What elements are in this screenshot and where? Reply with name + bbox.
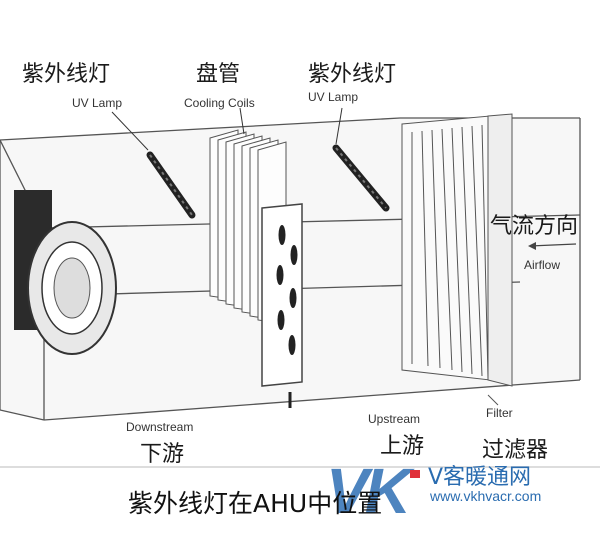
cooling-coils-en-label: Cooling Coils (184, 96, 255, 110)
uv-lamp-left-zh-label: 紫外线灯 (22, 62, 111, 87)
watermark-logo: VK (326, 455, 411, 527)
uv-lamp-right (332, 107, 390, 212)
filter-en-label: Filter (486, 406, 513, 420)
airflow-en-label: Airflow (524, 258, 561, 272)
uv-lamp-left (111, 111, 196, 219)
uv-lamp-right-zh-label: 紫外线灯 (308, 62, 397, 87)
cooling-coil-face (239, 107, 303, 408)
watermark-url: www.vkhvacr.com (430, 488, 542, 504)
upstream-en-label: Upstream (368, 412, 421, 426)
watermark-site-name: V客暖通网 (428, 465, 532, 490)
filter-zh-label: 过滤器 (482, 438, 549, 463)
airflow-arrow (528, 242, 577, 250)
cooling-coils-zh-label: 盘管 (196, 62, 241, 87)
watermark-red-mark (410, 470, 420, 478)
caption-divider (0, 466, 600, 468)
downstream-zh-label: 下游 (140, 442, 185, 467)
filter-bank (401, 113, 513, 406)
figure-caption: 紫外线灯在AHU中位置 (128, 489, 383, 518)
upstream-zh-label: 上游 (380, 434, 425, 459)
airflow-zh-label: 气流方向 (490, 214, 579, 239)
uv-lamp-right-en-label: UV Lamp (308, 90, 359, 104)
downstream-en-label: Downstream (126, 420, 194, 434)
blower-fan (14, 190, 117, 355)
uv-lamp-left-en-label: UV Lamp (72, 96, 123, 110)
